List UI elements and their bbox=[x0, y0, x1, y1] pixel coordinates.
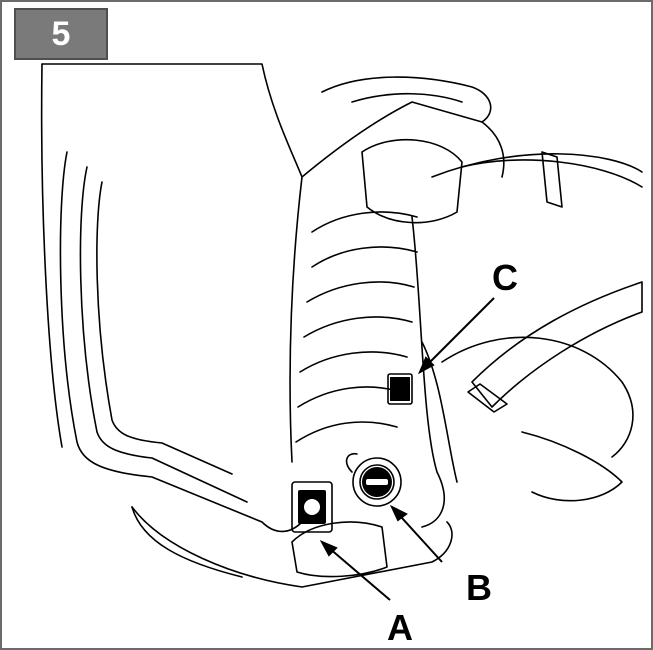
housing-front-panel-inner bbox=[79, 166, 248, 503]
vent-fin-6 bbox=[297, 386, 403, 408]
callout-c-label: C bbox=[492, 257, 518, 298]
base-skid-lower bbox=[131, 506, 243, 578]
step-badge: 5 bbox=[14, 8, 108, 60]
base-skid bbox=[131, 506, 453, 588]
strap bbox=[471, 281, 643, 408]
strap-buckle bbox=[467, 383, 508, 413]
outlet-a bbox=[291, 481, 333, 533]
vent-fin-1 bbox=[311, 211, 418, 233]
frame-bracket bbox=[541, 151, 563, 208]
outlet-a-hole bbox=[304, 499, 320, 515]
housing-side-edge bbox=[289, 176, 303, 463]
callout-a-label: A bbox=[387, 607, 413, 648]
switch-c bbox=[387, 373, 413, 405]
arrowhead-c bbox=[417, 356, 435, 375]
knob-b-inner bbox=[359, 464, 395, 500]
top-handle bbox=[321, 76, 492, 123]
switch-c-face bbox=[390, 377, 410, 401]
knob-b-slot bbox=[366, 479, 388, 485]
vent-fin-4 bbox=[303, 316, 413, 338]
housing-back-curve bbox=[40, 63, 63, 448]
arrowhead-a bbox=[319, 539, 338, 557]
right-recess bbox=[411, 216, 446, 528]
handle-grip bbox=[361, 138, 463, 224]
vent-fin-2 bbox=[311, 246, 418, 268]
top-handle-inner bbox=[351, 92, 463, 103]
right-recess-edge bbox=[421, 341, 458, 483]
base-slot bbox=[291, 521, 388, 578]
frame-loop-lower bbox=[441, 336, 634, 458]
leader-line-c bbox=[419, 297, 495, 373]
housing-outline bbox=[41, 63, 505, 178]
housing-front-panel bbox=[59, 151, 303, 533]
knob-b-outer bbox=[352, 457, 402, 507]
arrowhead-b bbox=[389, 504, 408, 522]
step-number: 5 bbox=[51, 15, 71, 53]
vent-fin-5 bbox=[299, 351, 408, 373]
vent-fin-7 bbox=[295, 421, 398, 443]
vent-fin-3 bbox=[306, 281, 415, 303]
knob-b-cap bbox=[345, 452, 358, 473]
frame-loop-outer bbox=[431, 153, 643, 178]
frame-loop-bottom bbox=[521, 431, 623, 502]
frame-loop-top bbox=[461, 159, 643, 188]
housing-front-panel-inset bbox=[96, 181, 233, 475]
callout-b-label: B bbox=[466, 567, 492, 608]
